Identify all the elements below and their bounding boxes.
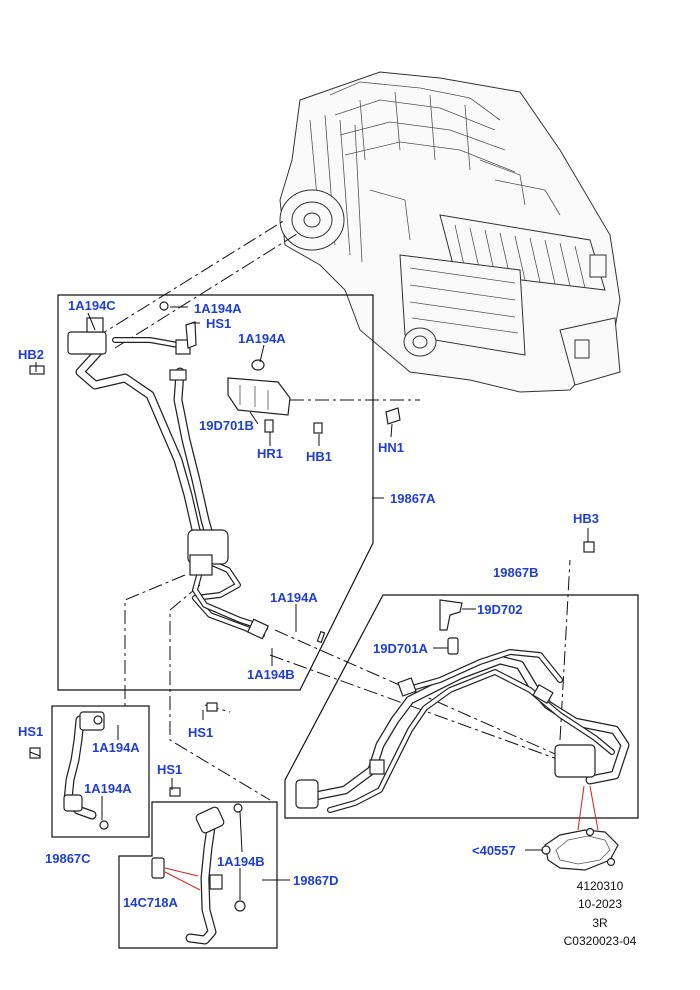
meta-date: 10-2023: [578, 897, 622, 911]
pipe-19867b: [295, 599, 630, 813]
callout-hs1-d[interactable]: HS1: [157, 762, 182, 777]
pipe-19867a: [67, 317, 270, 640]
frame-19867a: [57, 294, 374, 691]
callout-hn1[interactable]: HN1: [378, 440, 404, 455]
meta-code: C0320023-04: [564, 934, 637, 948]
callout-19867d[interactable]: 19867D: [293, 873, 339, 888]
assembly-lines: [94, 219, 581, 801]
meta-rev: 3R: [592, 916, 608, 930]
callout-1a194b-d[interactable]: 1A194B: [217, 854, 265, 869]
leader-lines: [29, 306, 599, 900]
callout-hb1[interactable]: HB1: [306, 449, 332, 464]
hvac-unit-illustration: [279, 71, 621, 393]
callout-1a194b-pipe[interactable]: 1A194B: [247, 667, 295, 682]
frame-19867b: [284, 594, 639, 819]
callout-14c718a[interactable]: 14C718A: [123, 895, 179, 910]
callout-1a194c[interactable]: 1A194C: [68, 298, 116, 313]
callout-19d702[interactable]: 19D702: [477, 602, 523, 617]
callout-hr1[interactable]: HR1: [257, 446, 283, 461]
callout-hs1-top[interactable]: HS1: [206, 316, 231, 331]
diagram-metadata: 4120310 10-2023 3R C0320023-04: [564, 879, 637, 948]
callout-19867b[interactable]: 19867B: [493, 565, 539, 580]
callout-19d701b[interactable]: 19D701B: [199, 418, 254, 433]
frame-19867d: [118, 801, 278, 949]
callout-1a194a-c2[interactable]: 1A194A: [84, 781, 132, 796]
callout-hs1-left[interactable]: HS1: [18, 724, 43, 739]
callout-hb2[interactable]: HB2: [18, 347, 44, 362]
callout-hs1-mid[interactable]: HS1: [188, 725, 213, 740]
pipe-19867c: [29, 711, 109, 830]
group-frames: [51, 294, 639, 949]
parts-19d701b: [29, 301, 595, 712]
callout-40557[interactable]: <40557: [472, 843, 516, 858]
callout-labels: 1A194C 1A194A HS1 HB2 1A194A 19D701B HR1…: [18, 298, 599, 910]
callout-19867c[interactable]: 19867C: [45, 851, 91, 866]
callout-19d701a[interactable]: 19D701A: [373, 641, 429, 656]
callout-1a194a-top[interactable]: 1A194A: [194, 301, 242, 316]
callout-1a194a-c1[interactable]: 1A194A: [92, 740, 140, 755]
callout-hb3[interactable]: HB3: [573, 511, 599, 526]
callout-1a194a-pipe[interactable]: 1A194A: [270, 590, 318, 605]
frame-19867c: [51, 705, 150, 838]
callout-19867a[interactable]: 19867A: [390, 491, 436, 506]
pipe-19867d: [151, 787, 246, 945]
meta-ref: 4120310: [577, 879, 624, 893]
callout-1a194a-mid[interactable]: 1A194A: [238, 331, 286, 346]
gasket-40557: [541, 827, 619, 871]
